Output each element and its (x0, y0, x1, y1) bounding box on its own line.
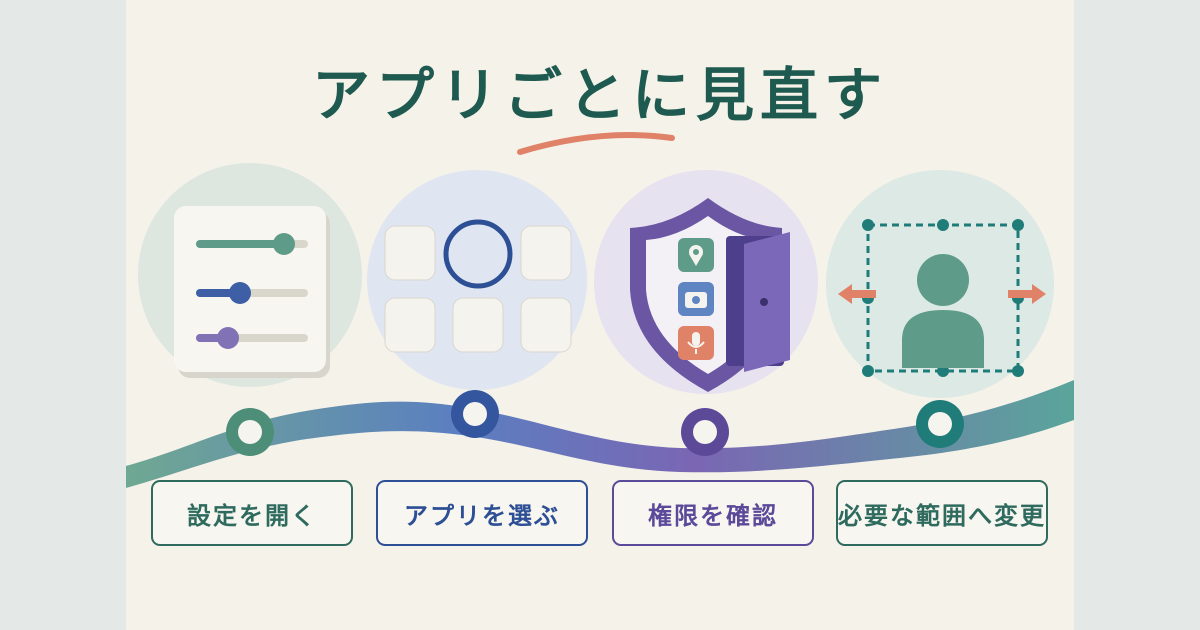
timeline-node-1 (226, 408, 274, 456)
left-margin (0, 0, 126, 630)
app-grid-icon (384, 219, 572, 353)
step-label-change-scope: 必要な範囲へ変更 (836, 480, 1048, 546)
step-label-open-settings: 設定を開く (151, 480, 353, 546)
step-label-check-permissions: 権限を確認 (612, 480, 814, 546)
microphone-permission-icon (678, 326, 714, 360)
resize-person-icon (838, 219, 1046, 377)
step-label-select-app: アプリを選ぶ (376, 480, 588, 546)
arrow-left-icon (838, 284, 876, 304)
arrow-right-icon (1008, 284, 1046, 304)
camera-permission-icon (678, 282, 714, 316)
page-title: アプリごとに見直す (311, 61, 888, 129)
shield-permissions-icon (630, 198, 790, 392)
progress-wave (126, 380, 1074, 488)
location-permission-icon (678, 238, 714, 272)
right-margin (1074, 0, 1200, 630)
timeline-node-4 (916, 400, 964, 448)
timeline-node-3 (681, 408, 729, 456)
settings-sliders-icon (174, 206, 330, 378)
timeline-node-2 (451, 390, 499, 438)
